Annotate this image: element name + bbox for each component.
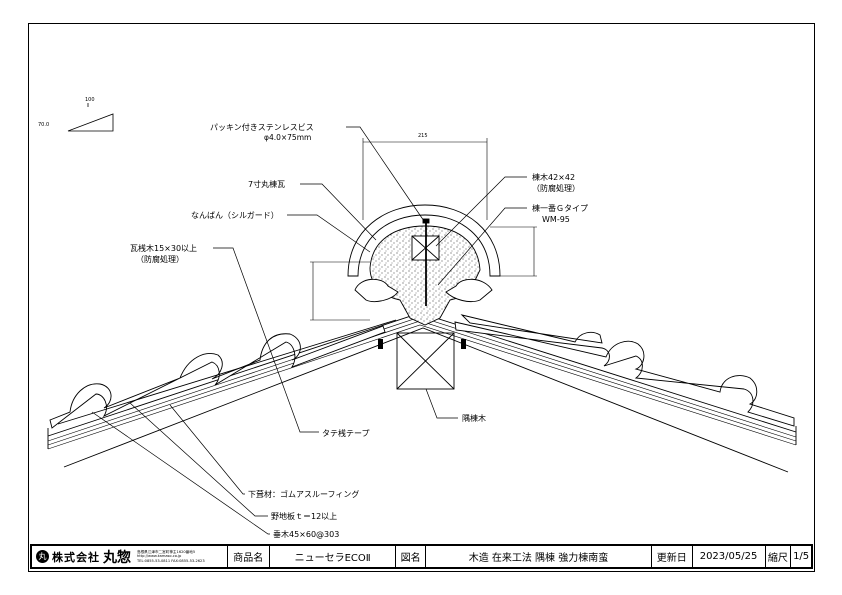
company-address: 島根県江津市二宮町神主1620番地5 [137, 550, 196, 555]
leader-lines [91, 126, 527, 535]
company-brand: 丸惣 [103, 549, 131, 566]
callout-tape: タテ桟テープ [322, 428, 370, 438]
drawing-label: 図名 [396, 546, 426, 567]
pitch-rise-label: 70.0 [38, 122, 49, 128]
drawing-frame [28, 23, 815, 572]
product-value: ニューセラECOⅡ [270, 546, 397, 567]
roof-tiles-right [454, 314, 795, 427]
company-name: 株式会社 [52, 550, 100, 564]
pitch-indicator [67, 103, 114, 132]
callout-ridge-tile: 7寸丸棟瓦 [248, 179, 285, 189]
callout-screw: パッキン付きステンレスビス [210, 122, 314, 132]
callout-batten: 瓦桟木15×30以上 [130, 243, 197, 253]
product-label: 商品名 [228, 546, 270, 567]
callout-screw-size: φ4.0×75mm [264, 133, 311, 142]
pitch-run-label: 100 [85, 97, 95, 103]
callout-sheathing: 野地板ｔ＝12以上 [271, 511, 337, 521]
company-cell: 丸 株式会社 丸惣 島根県江津市二宮町神主1620番地5 http://www.… [32, 546, 228, 567]
hip-timber [396, 332, 455, 390]
scale-value: 1/5 [793, 551, 810, 562]
callout-nanban: なんばん（シルガード） [191, 210, 279, 220]
dimension-lines [310, 138, 537, 321]
width-dimension-label: 215 [418, 133, 428, 139]
company-logo: 丸 [36, 550, 49, 563]
title-block: 丸 株式会社 丸惣 島根県江津市二宮町神主1620番地5 http://www.… [30, 544, 813, 569]
company-info: 島根県江津市二宮町神主1620番地5 http://www.kamaso.co.… [137, 550, 205, 563]
callout-batten-treat: （防腐処理） [136, 254, 184, 264]
drawing-value: 木造 在来工法 隅棟 強力棟南蛮 [426, 546, 653, 567]
callout-ridge-wood-treat: （防腐処理） [532, 183, 580, 193]
callout-hip-timber: 隅棟木 [462, 413, 486, 423]
ridge-assembly [347, 204, 501, 326]
scale-label: 縮尺 [766, 546, 792, 567]
battens [378, 339, 466, 349]
company-tel: TEL:0855-53-0811 FAX:0855-53-2623 [137, 558, 205, 563]
callout-rafter: 垂木45×60@303 [273, 529, 339, 539]
company-url: http://www.kamaso.co.jp [137, 554, 182, 559]
callout-ridge-type-code: WM-95 [542, 215, 570, 224]
roof-tiles-left [49, 319, 397, 429]
callout-underlay: 下葺材：ゴムアスルーフィング [248, 489, 359, 499]
updated-value: 2023/05/25 [693, 546, 766, 567]
callout-ridge-wood: 棟木42×42 [532, 172, 575, 182]
updated-label: 更新日 [652, 546, 693, 567]
callout-ridge-type: 棟一番Ｇタイプ [532, 203, 588, 213]
